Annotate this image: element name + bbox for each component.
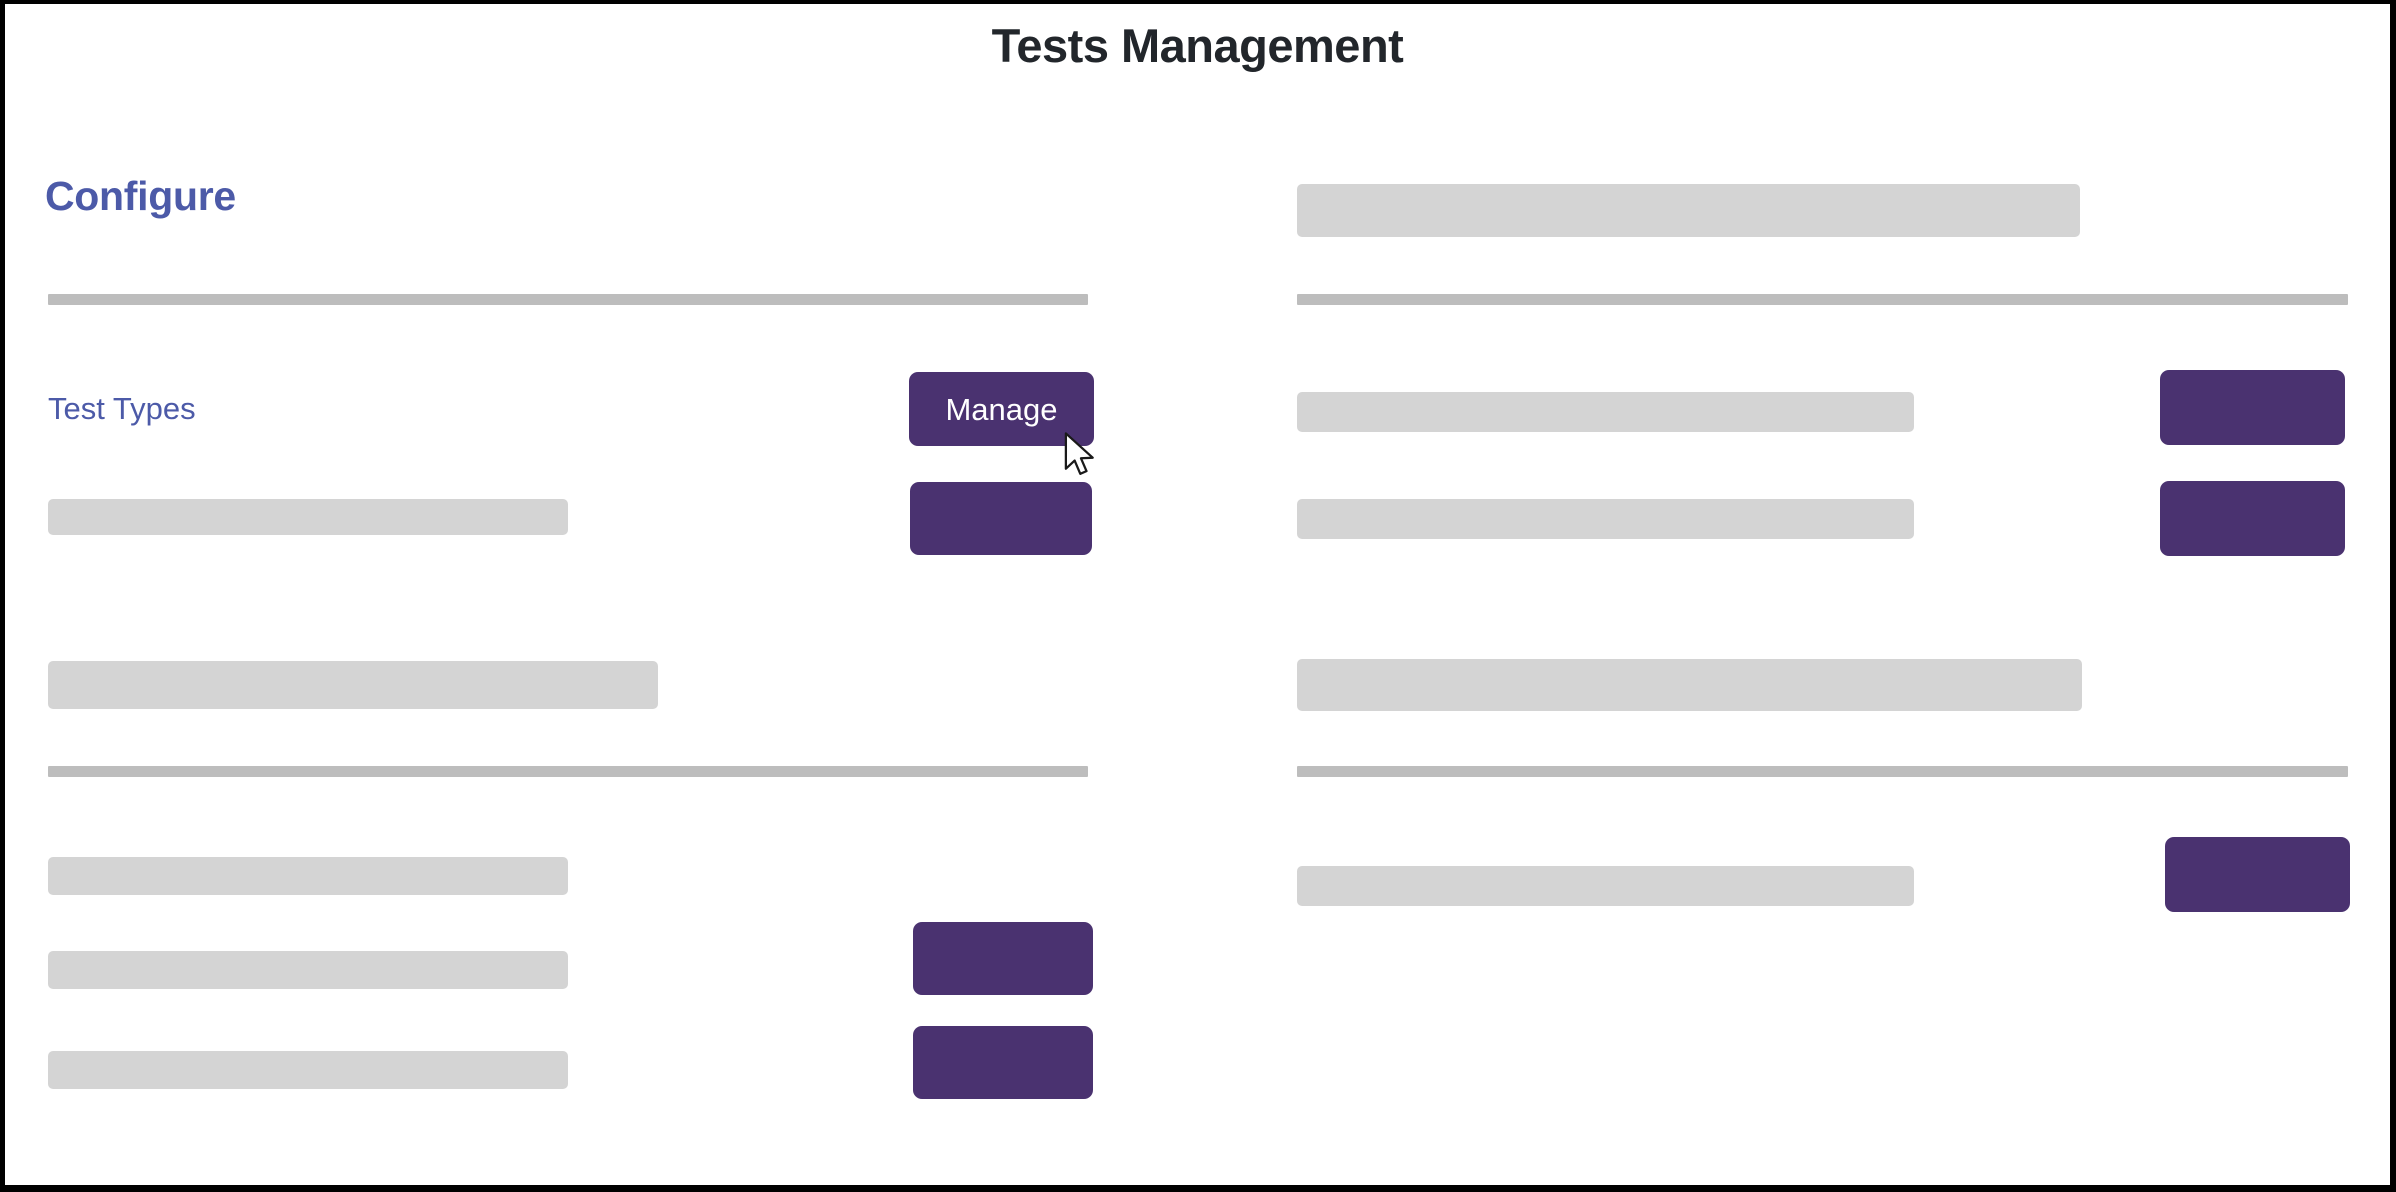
action-button-left-2[interactable] (913, 922, 1093, 995)
page-title: Tests Management (991, 19, 1404, 72)
configure-column-left: Configure Test Types Manage (45, 4, 1095, 1185)
placeholder-bar-right-4 (1297, 866, 1914, 906)
page-body: Tests Management Configure Test Types Ma… (5, 4, 2390, 1185)
section-divider-top-right (1297, 294, 2348, 305)
action-button-right-1[interactable] (2160, 370, 2345, 445)
placeholder-bar-left-5 (48, 1051, 568, 1089)
manage-button[interactable]: Manage (909, 372, 1094, 446)
placeholder-bar-left-3 (48, 857, 568, 895)
section-divider-top-left (48, 294, 1088, 305)
section-divider-middle-left (48, 766, 1088, 777)
placeholder-bar-left-2 (48, 661, 658, 709)
configure-column-right (1297, 4, 2352, 1185)
action-button-right-2[interactable] (2160, 481, 2345, 556)
action-button-left-3[interactable] (913, 1026, 1093, 1099)
section-divider-middle-right (1297, 766, 2348, 777)
subsection-heading-test-types: Test Types (48, 391, 196, 426)
action-button-right-3[interactable] (2165, 837, 2350, 912)
placeholder-bar-left-1 (48, 499, 568, 535)
placeholder-bar-right-3 (1297, 659, 2082, 711)
placeholder-bar-right-2 (1297, 499, 1914, 539)
placeholder-bar-right-1 (1297, 392, 1914, 432)
action-button-left-1[interactable] (910, 482, 1092, 555)
placeholder-heading-right (1297, 184, 2080, 237)
placeholder-bar-left-4 (48, 951, 568, 989)
section-heading-configure: Configure (45, 173, 236, 219)
